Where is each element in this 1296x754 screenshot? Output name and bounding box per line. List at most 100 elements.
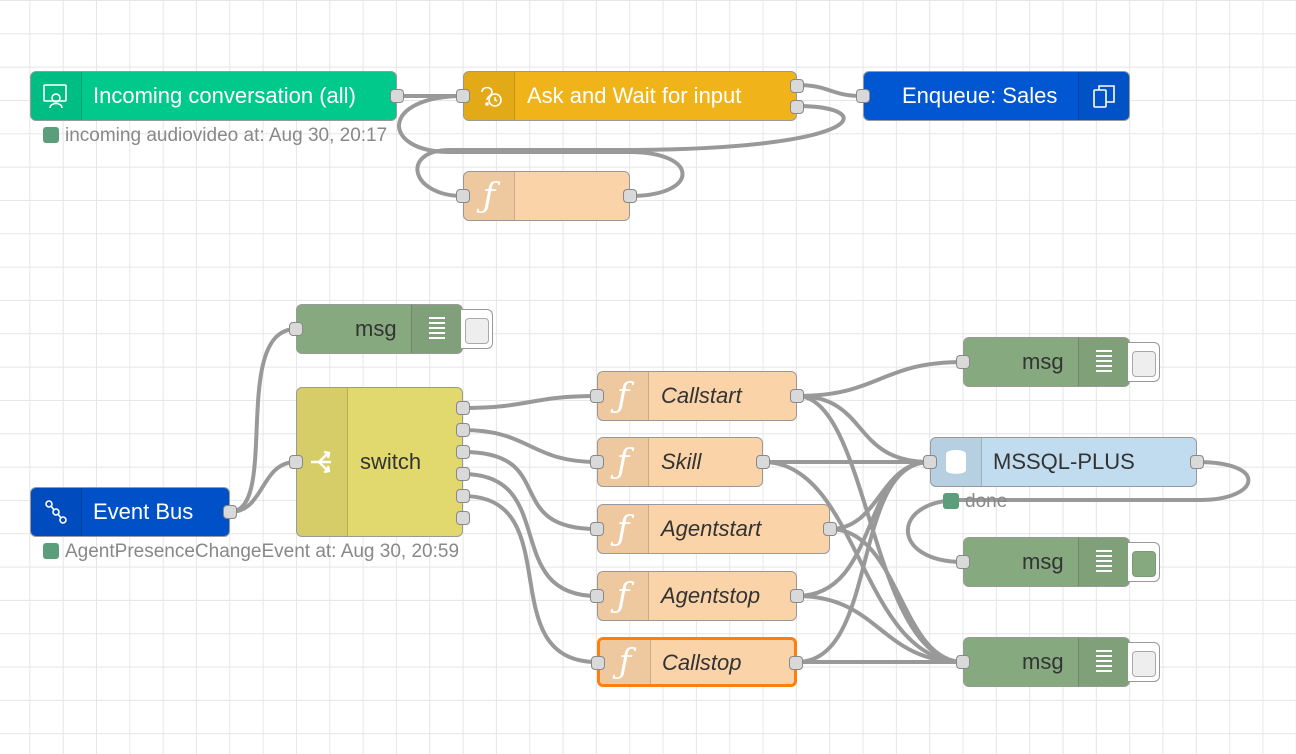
wire-callstop-mssql[interactable] [795, 460, 932, 664]
output-port[interactable] [823, 522, 837, 536]
output-port-5[interactable] [456, 489, 470, 503]
node-label: Skill [661, 449, 702, 474]
debug-toggle-button[interactable] [1128, 342, 1160, 382]
node-label: MSSQL-PLUS [993, 449, 1135, 474]
mssql-plus-node[interactable]: MSSQL-PLUS [923, 437, 1204, 487]
debug-node-top[interactable]: msg [289, 304, 463, 354]
wire-agentstart-debug3[interactable] [828, 527, 965, 664]
function-icon: ƒ [464, 172, 515, 220]
function-agentstop-node[interactable]: ƒ Agentstop [590, 571, 804, 621]
debug-list-icon [1078, 638, 1129, 686]
status-text: incoming audiovideo at: Aug 30, 20:17 [65, 125, 388, 146]
node-label: msg [1022, 349, 1064, 374]
input-port[interactable] [289, 322, 303, 336]
node-label: msg [1022, 649, 1064, 674]
status-text: AgentPresenceChangeEvent at: Aug 30, 20:… [65, 541, 460, 562]
debug-list-icon [1078, 538, 1129, 586]
toggle-indicator [1132, 651, 1156, 677]
incoming-status: incoming audiovideo at: Aug 30, 20:17 [43, 126, 387, 146]
node-label: Ask and Wait for input [527, 83, 742, 108]
wire-switch-callstop[interactable] [461, 494, 599, 664]
input-port[interactable] [456, 189, 470, 203]
wire-eventbus-switch[interactable] [228, 460, 298, 514]
wire-agentstop-debug3[interactable] [795, 594, 965, 664]
toggle-indicator [1132, 351, 1156, 377]
function-node[interactable]: ƒ [456, 171, 637, 221]
incoming-conversation-node[interactable]: Incoming conversation (all) [30, 71, 404, 121]
input-port[interactable] [590, 455, 604, 469]
wire-ask-function[interactable] [415, 104, 846, 198]
input-port[interactable] [456, 89, 470, 103]
enqueue-sales-node[interactable]: Enqueue: Sales [856, 71, 1130, 121]
status-dot [943, 493, 959, 509]
node-label: msg [1022, 549, 1064, 574]
wire-switch-agentstart[interactable] [461, 450, 599, 531]
ask-wait-node[interactable]: Ask and Wait for input [456, 71, 804, 121]
node-label: Agentstop [661, 583, 761, 608]
question-clock-icon [464, 72, 515, 120]
database-icon [931, 438, 982, 486]
function-icon: ƒ [598, 572, 649, 620]
node-label: Enqueue: Sales [902, 83, 1058, 108]
input-port[interactable] [591, 656, 605, 670]
wire-mssql-debug2[interactable] [906, 460, 1251, 564]
node-label: Incoming conversation (all) [93, 83, 356, 108]
output-port[interactable] [790, 389, 804, 403]
function-icon: ƒ [598, 505, 649, 553]
debug-node-2[interactable]: msg [956, 537, 1130, 587]
debug-toggle-button[interactable] [1128, 642, 1160, 682]
function-agentstart-node[interactable]: ƒ Agentstart [590, 504, 837, 554]
node-label: Callstart [661, 383, 742, 408]
conversation-icon [31, 72, 82, 120]
output-port[interactable] [1190, 455, 1204, 469]
output-port[interactable] [623, 189, 637, 203]
debug-toggle-button[interactable] [1128, 542, 1160, 582]
wire-callstart-mssql[interactable] [795, 394, 932, 464]
input-port[interactable] [923, 455, 937, 469]
input-port[interactable] [956, 555, 970, 569]
wire-function-ask[interactable] [397, 94, 685, 198]
wire-callstart-debug1[interactable] [795, 360, 965, 398]
input-port[interactable] [956, 355, 970, 369]
wire-eventbus-debug[interactable] [228, 327, 298, 514]
debug-node-3[interactable]: msg [956, 637, 1130, 687]
mssql-status: done [943, 492, 1007, 512]
input-port[interactable] [289, 455, 303, 469]
event-bus-node[interactable]: Event Bus [30, 487, 237, 537]
wire-agentstart-mssql[interactable] [828, 460, 932, 531]
output-port-4[interactable] [456, 467, 470, 481]
input-port[interactable] [590, 389, 604, 403]
debug-toggle-button[interactable] [461, 309, 493, 349]
output-port-6[interactable] [456, 511, 470, 525]
input-port[interactable] [856, 89, 870, 103]
wire-skill-debug3[interactable] [761, 460, 965, 664]
output-port[interactable] [790, 589, 804, 603]
output-port[interactable] [756, 455, 770, 469]
function-icon: ƒ [600, 640, 651, 684]
switch-node[interactable]: switch [289, 387, 470, 537]
output-port-2[interactable] [790, 100, 804, 114]
function-callstart-node[interactable]: ƒ Callstart [590, 371, 804, 421]
status-dot [43, 543, 59, 559]
function-skill-node[interactable]: ƒ Skill [590, 437, 770, 487]
debug-node-1[interactable]: msg [956, 337, 1130, 387]
wire-ask-enqueue[interactable] [795, 83, 865, 98]
output-port[interactable] [390, 89, 404, 103]
wire-switch-agentstop[interactable] [461, 472, 599, 598]
input-port[interactable] [956, 655, 970, 669]
output-port-1[interactable] [790, 79, 804, 93]
function-icon: ƒ [598, 372, 649, 420]
input-port[interactable] [590, 522, 604, 536]
output-port[interactable] [223, 505, 237, 519]
output-port-1[interactable] [456, 401, 470, 415]
output-port-3[interactable] [456, 445, 470, 459]
output-port[interactable] [789, 656, 803, 670]
input-port[interactable] [590, 589, 604, 603]
wire-switch-skill[interactable] [461, 428, 599, 464]
output-port-2[interactable] [456, 423, 470, 437]
wire-switch-callstart[interactable] [461, 394, 599, 410]
event-bus-icon [31, 488, 82, 536]
function-callstop-node[interactable]: ƒ Callstop [591, 637, 803, 687]
status-text: done [965, 491, 1008, 512]
